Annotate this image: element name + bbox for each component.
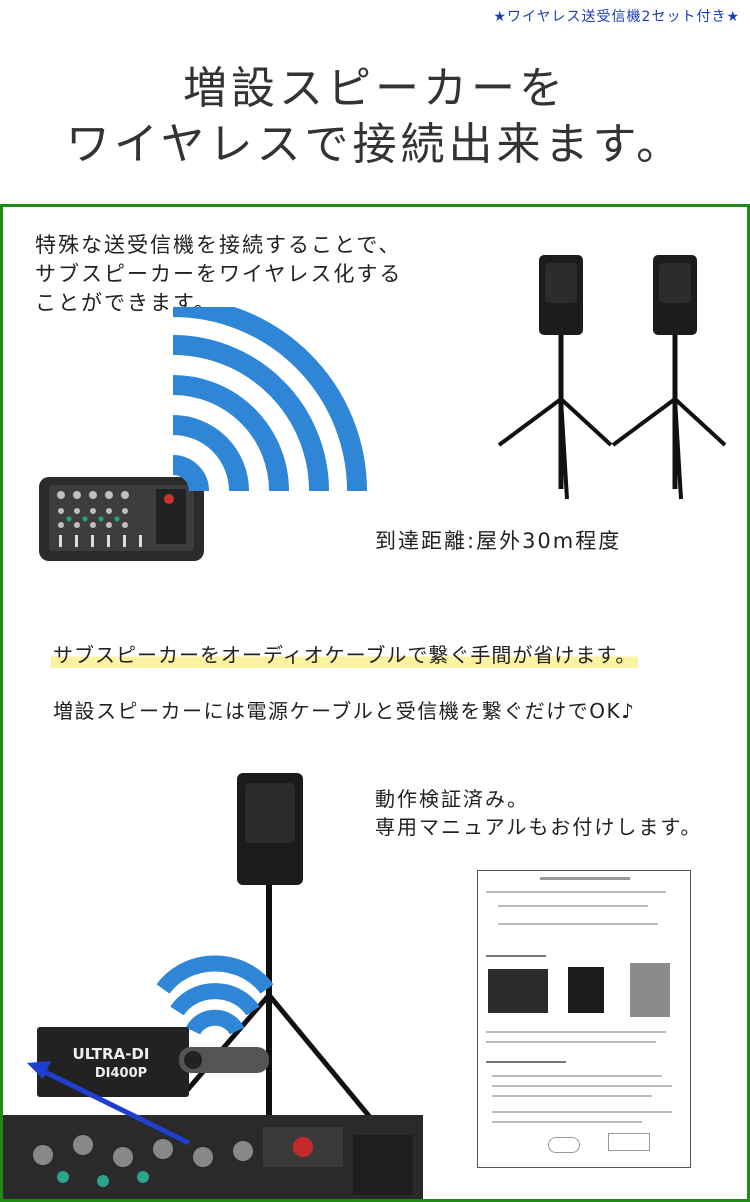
mixer-icon [39,477,204,561]
intro-line-2: サブスピーカーをワイヤレス化する [35,262,403,286]
range-text: 到達距離:屋外30m程度 [375,529,622,553]
headline-line-2: ワイヤレスで接続出来ます。 [65,119,685,170]
speakers-on-stands-illustration [497,255,727,500]
wireless-wave-icon [172,307,367,492]
manual-receiver-image [608,1133,650,1151]
setup-photo-illustration: ULTRA-DI DI400P [3,773,423,1199]
highlight-text: サブスピーカーをオーディオケーブルで繋ぐ手間が省けます。 [51,639,639,668]
speaker-left-icon [497,255,613,500]
verified-line-1: 動作検証済み。 [375,787,529,811]
promo-tag: ★ワイヤレス送受信機2セット付き★ [493,9,740,25]
manual-mixer-image [488,969,548,1013]
mixer-wireless-illustration [39,307,367,561]
mixer-panel-photo [3,1115,423,1199]
wireless-wave-small-icon [156,955,274,1036]
di-box-device: ULTRA-DI DI400P [37,1027,189,1097]
transmitter-dongle [179,1047,269,1073]
manual-speaker-image [568,967,604,1013]
intro-line-1: 特殊な送受信機を接続することで、 [35,233,402,257]
speaker-right-icon [611,255,727,500]
device-label-line-1: ULTRA-DI [73,1045,150,1063]
verified-text: 動作検証済み。 専用マニュアルもお付けします。 [375,785,702,841]
headline-line-1: 増設スピーカーを [183,63,567,114]
device-label-line-2: DI400P [95,1066,147,1081]
feature-panel: 特殊な送受信機を接続することで、 サブスピーカーをワイヤレス化する ことができま… [0,204,750,1202]
setup-text: 増設スピーカーには電源ケーブルと受信機を繋ぐだけでOK♪ [53,699,636,723]
manual-cable-image [548,1137,580,1153]
connection-arrow-icon [27,1061,191,1146]
intro-text: 特殊な送受信機を接続することで、 サブスピーカーをワイヤレス化する ことができま… [35,231,402,318]
manual-thumbnail [477,870,691,1168]
verified-line-2: 専用マニュアルもお付けします。 [375,815,703,839]
manual-powered-speaker-image [630,963,670,1017]
